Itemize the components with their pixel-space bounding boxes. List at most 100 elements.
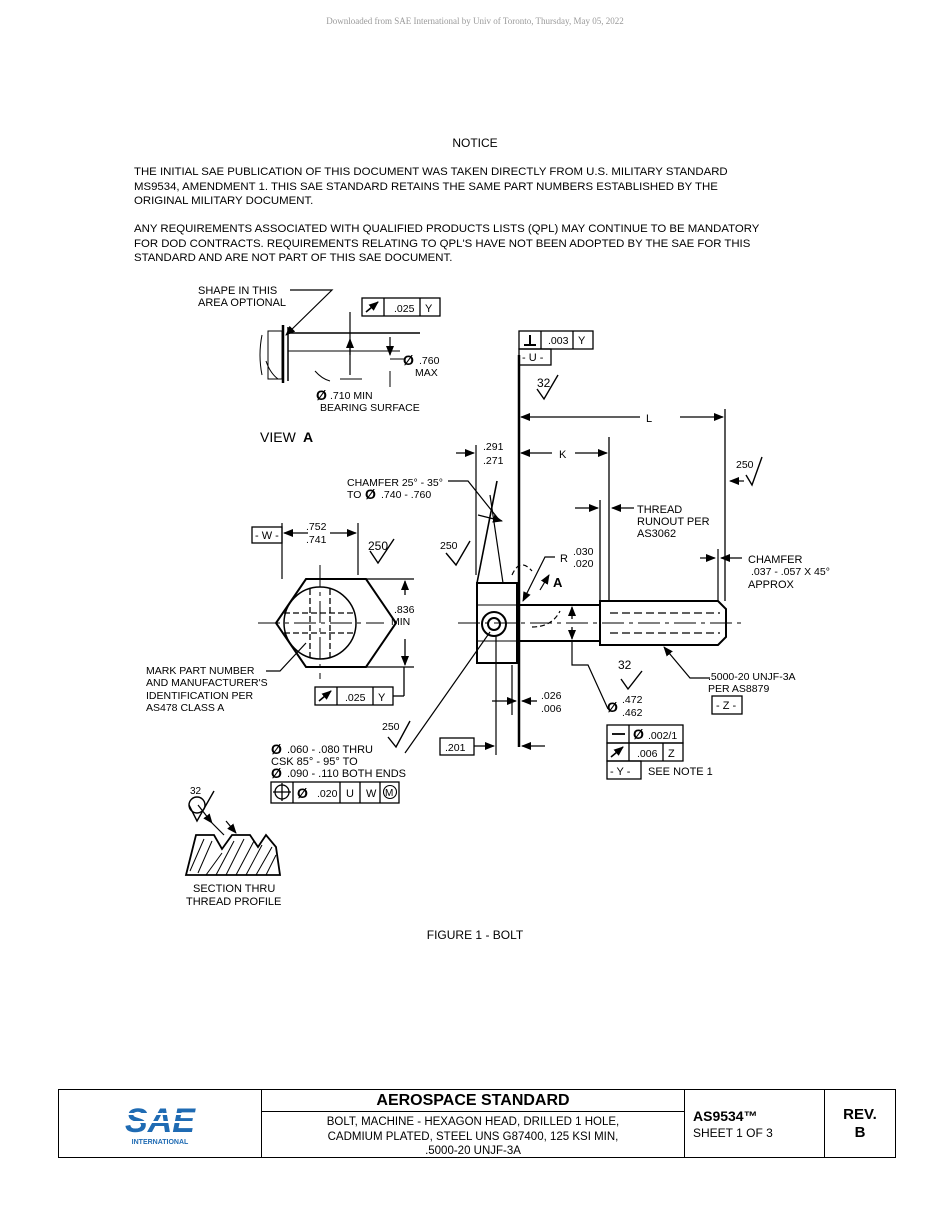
sheet-number: SHEET 1 OF 3 — [693, 1125, 773, 1140]
runout-value-bottom: .025 — [345, 692, 366, 704]
chamfer-end-line3: APPROX — [748, 579, 795, 591]
sae-logo: SAE INTERNATIONAL — [59, 1090, 262, 1157]
dim-k: K — [559, 449, 567, 461]
dim-836: .836 — [394, 604, 415, 616]
finish-250-right: 250 — [736, 459, 754, 471]
mark-note-line3: IDENTIFICATION PER — [146, 690, 254, 702]
dim-291: .291 — [483, 441, 504, 453]
bolt-drawing: SHAPE IN THIS AREA OPTIONAL .025 Y Ø .76… — [146, 285, 830, 908]
diameter-symbol: Ø — [403, 352, 414, 368]
dim-752: .752 — [306, 521, 327, 533]
section-line1: SECTION THRU — [193, 883, 275, 895]
radius-020: .020 — [573, 558, 594, 570]
dia-710: .710 MIN — [330, 390, 373, 402]
datum-y-box: - Y - — [610, 766, 631, 778]
see-note-1: SEE NOTE 1 — [648, 766, 713, 778]
bearing-surface-label: BEARING SURFACE — [320, 402, 420, 414]
chamfer-head-line2: TO — [347, 489, 361, 501]
standard-heading: AEROSPACE STANDARD — [262, 1090, 684, 1112]
runout-datum-bottom: Y — [378, 692, 386, 704]
dim-836-min: MIN — [391, 616, 410, 628]
datum-u: - U - — [522, 352, 544, 364]
position-modifier-m: M — [385, 788, 393, 799]
svg-text:Ø: Ø — [633, 726, 644, 742]
straightness-value: .002/1 — [648, 730, 677, 742]
runout2-value: .006 — [637, 748, 658, 760]
position-fcf — [270, 781, 400, 804]
view-a-detail — [259, 289, 420, 387]
radius-r: R — [560, 553, 568, 565]
dim-462: .462 — [622, 707, 643, 719]
sae-logo-subtext: INTERNATIONAL — [132, 1139, 189, 1146]
finish-250-hex: 250 — [368, 539, 388, 553]
runout-value-top: .025 — [394, 303, 415, 315]
hole-note-line1: .060 - .080 THRU — [287, 744, 373, 756]
section-line2: THREAD PROFILE — [186, 896, 281, 908]
finish-250-head: 250 — [440, 540, 458, 552]
hex-head-view — [258, 523, 414, 679]
mark-note-line1: MARK PART NUMBER — [146, 665, 255, 677]
shape-note-line2: AREA OPTIONAL — [198, 297, 286, 309]
finish-32-shank: 32 — [618, 658, 632, 672]
dim-026: .026 — [541, 690, 562, 702]
perp-value: .003 — [548, 335, 569, 347]
part-description: BOLT, MACHINE - HEXAGON HEAD, DRILLED 1 … — [326, 1116, 620, 1157]
datum-w: - W - — [255, 530, 279, 542]
straightness-fcf — [606, 724, 684, 780]
download-watermark: Downloaded from SAE International by Uni… — [326, 16, 624, 26]
hole-note-line3: .090 - .110 BOTH ENDS — [287, 768, 406, 780]
datum-z: - Z - — [716, 700, 736, 712]
runout2-datum: Z — [668, 748, 675, 760]
perp-datum: Y — [578, 335, 586, 347]
view-letter: A — [303, 429, 313, 445]
hole-note-line2: CSK 85° - 95° TO — [271, 756, 358, 768]
document-number: AS9534™ — [693, 1107, 758, 1124]
thread-runout-line1: THREAD — [637, 504, 682, 516]
dim-472: .472 — [622, 694, 643, 706]
dim-741: .741 — [306, 534, 327, 546]
dim-l: L — [646, 413, 652, 425]
shape-note-line1: SHAPE IN THIS — [198, 285, 277, 297]
runout-datum-top: Y — [425, 303, 433, 315]
svg-text:Ø: Ø — [365, 486, 376, 502]
dim-271: .271 — [483, 455, 504, 467]
finish-250-hole: 250 — [382, 721, 400, 733]
position-datum-u: U — [346, 788, 354, 800]
notice-paragraph-1: THE INITIAL SAE PUBLICATION OF THIS DOCU… — [134, 166, 728, 207]
finish-32-thread: 32 — [190, 786, 202, 797]
revision-value: B — [854, 1123, 866, 1141]
dia-760: .760 — [419, 355, 440, 367]
mark-note-line4: AS478 CLASS A — [146, 702, 224, 714]
chamfer-end-line1: CHAMFER — [748, 554, 802, 566]
chamfer-head-range: .740 - .760 — [381, 489, 431, 501]
position-value: .020 — [317, 788, 338, 800]
chamfer-end-line2: .037 - .057 X 45° — [751, 566, 830, 578]
radius-030: .030 — [573, 546, 594, 558]
runout-fcf-bottom — [314, 667, 405, 706]
figure-caption: FIGURE 1 - BOLT — [426, 928, 524, 942]
svg-text:Ø: Ø — [316, 387, 327, 403]
dim-006: .006 — [541, 703, 562, 715]
title-block: SAE INTERNATIONAL AEROSPACE STANDARD BOL… — [58, 1089, 896, 1158]
thread-spec-line1: .5000-20 UNJF-3A — [708, 671, 796, 683]
view-label: VIEW — [260, 429, 297, 445]
thread-runout-line3: AS3062 — [637, 528, 676, 540]
dim-201: .201 — [445, 742, 466, 754]
chamfer-head-line1: CHAMFER 25° - 35° — [347, 477, 443, 489]
runout-fcf-top — [361, 297, 441, 317]
mark-note-line2: AND MANUFACTURER'S — [146, 677, 268, 689]
finish-32-top: 32 — [537, 376, 551, 390]
thread-runout-line2: RUNOUT PER — [637, 516, 710, 528]
thread-profile — [184, 804, 282, 876]
svg-text:Ø: Ø — [271, 741, 282, 757]
thread-spec-line2: PER AS8879 — [708, 683, 769, 695]
position-datum-w: W — [366, 788, 377, 800]
revision-label: REV. — [843, 1105, 877, 1123]
svg-text:Ø: Ø — [607, 699, 618, 715]
perpendicularity-fcf — [518, 330, 594, 366]
svg-text:Ø: Ø — [271, 765, 282, 781]
notice-paragraph-2: ANY REQUIREMENTS ASSOCIATED WITH QUALIFI… — [134, 223, 760, 264]
view-a-arrow-label: A — [553, 575, 563, 590]
finish-symbols — [188, 374, 763, 823]
svg-text:Ø: Ø — [297, 785, 308, 801]
